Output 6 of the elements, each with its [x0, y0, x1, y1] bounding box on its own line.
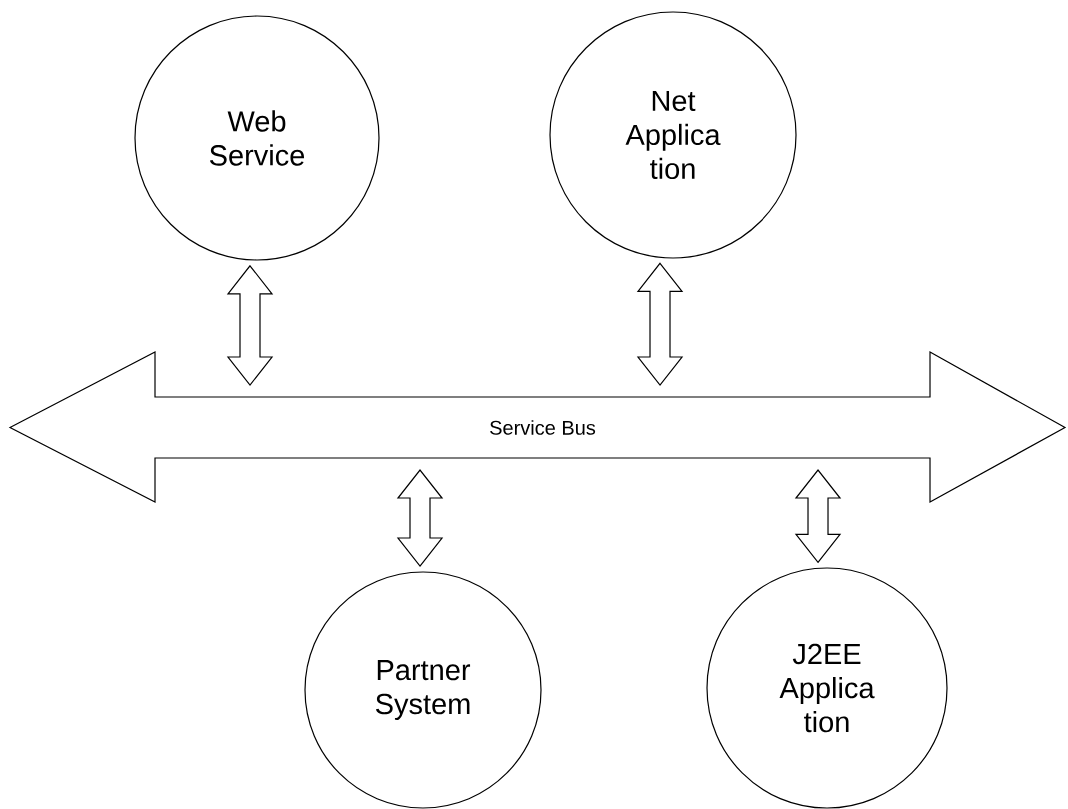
circle-node: Web Service [134, 15, 380, 261]
double-arrow [396, 469, 444, 567]
circle-node: J2EE Applica tion [706, 567, 948, 809]
circle-node: Net Applica tion [549, 11, 797, 259]
circle-node: Partner System [304, 571, 542, 809]
double-arrow [636, 262, 684, 386]
